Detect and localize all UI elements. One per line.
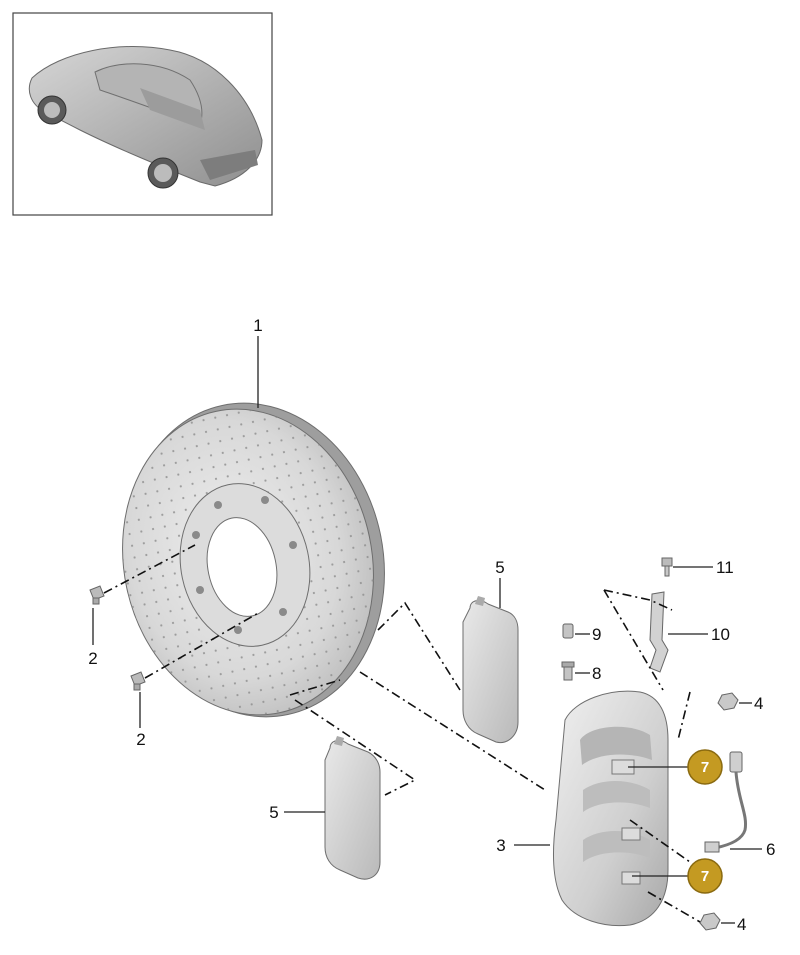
callout-5-upper: 5: [495, 558, 504, 577]
callout-2-lower: 2: [136, 730, 145, 749]
callout-8: 8: [592, 664, 601, 683]
wear-sensor: [704, 751, 748, 853]
assembly-lines: [103, 544, 701, 923]
vehicle-thumbnail: [12, 12, 273, 216]
bleeder-cap: [562, 623, 574, 639]
callout-7-lower: 7: [701, 868, 709, 885]
car-illustration: [28, 45, 263, 189]
callout-11: 11: [716, 558, 734, 577]
callout-7-upper: 7: [701, 759, 709, 776]
bleeder-bolt: [561, 661, 575, 681]
callout-2-upper: 2: [88, 649, 97, 668]
nut-upper: [717, 692, 739, 711]
sensor-bracket: [649, 591, 669, 673]
brake-pad-upper: [462, 596, 519, 744]
badge-circle: [687, 858, 723, 894]
brake-pad-lower: [324, 736, 381, 880]
brake-disc: [122, 402, 385, 718]
disc-screw-lower: [130, 671, 146, 691]
callout-7-lower-badge: 7: [687, 858, 723, 894]
bracket-screw: [661, 557, 673, 577]
callout-7-upper-badge: 7: [687, 749, 723, 785]
callout-5-lower: 5: [269, 803, 278, 822]
callout-9: 9: [592, 625, 601, 644]
callout-3: 3: [496, 836, 505, 855]
disc-screw-upper: [89, 585, 105, 605]
callout-labels: 1 2 2 5 5 3 4 4 6 8 9 10 11: [88, 316, 775, 934]
brake-caliper: [553, 690, 669, 927]
nut-lower: [699, 912, 721, 931]
callout-10: 10: [711, 625, 730, 644]
callout-4-upper: 4: [754, 694, 763, 713]
callout-4-lower: 4: [737, 915, 746, 934]
badge-circle: [687, 749, 723, 785]
callout-1: 1: [253, 316, 262, 335]
leader-lines: [92, 336, 762, 924]
callout-6: 6: [766, 840, 775, 859]
